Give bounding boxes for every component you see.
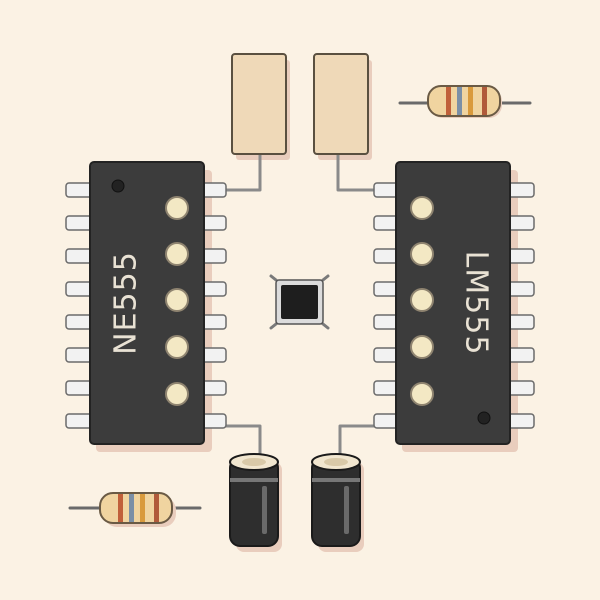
capacitor-top-left — [231, 53, 287, 155]
right-chip-pins-east — [507, 182, 535, 429]
electrolytic-capacitor-left — [229, 453, 279, 547]
chip-left-notch — [111, 179, 125, 193]
capacitor-top-right — [313, 53, 369, 155]
center-small-chip — [269, 274, 330, 330]
resistor-bottom-left — [68, 492, 202, 527]
left-chip-pins-east — [199, 182, 227, 429]
chip-right-body — [395, 161, 511, 445]
electrolytic-capacitor-right — [311, 453, 361, 547]
chip-left-label: NE555 — [109, 251, 144, 355]
chip-right-label: LM555 — [459, 251, 494, 356]
wire-bottom-right — [338, 424, 400, 457]
chip-left-pads — [165, 196, 189, 406]
chip-right-notch — [477, 411, 491, 425]
wire-bottom-left — [203, 424, 262, 457]
left-chip-pins-west — [65, 182, 93, 429]
chip-left-body — [89, 161, 205, 445]
chip-right-pads — [410, 196, 434, 406]
chip-left: NE555 — [89, 161, 205, 445]
resistor-top-right — [398, 85, 532, 118]
chip-right: LM555 — [395, 161, 511, 445]
